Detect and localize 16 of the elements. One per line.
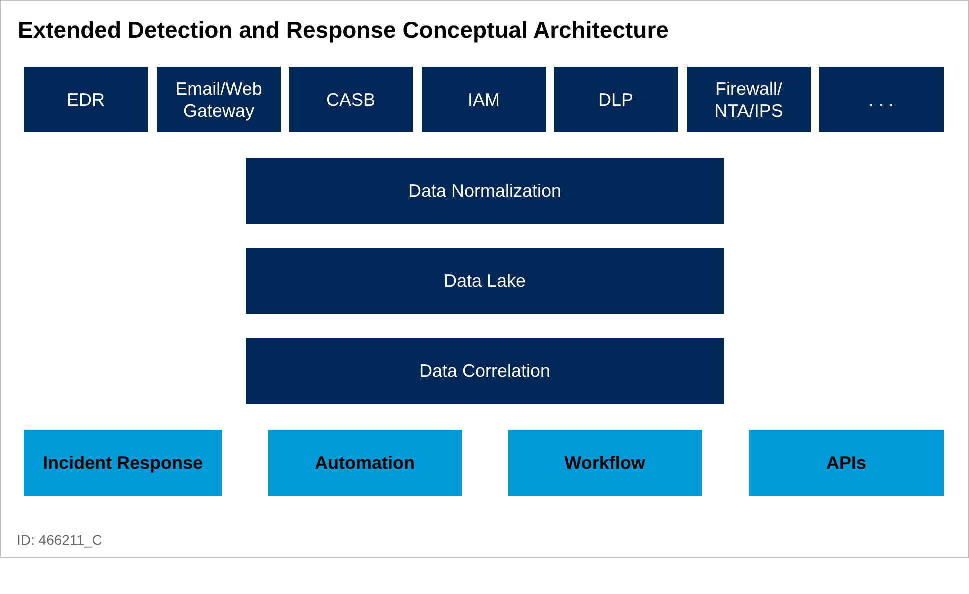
source-box: Email/Web Gateway (157, 67, 281, 132)
source-box: . . . (819, 67, 944, 132)
source-box: Firewall/ NTA/IPS (687, 67, 811, 132)
diagram-title: Extended Detection and Response Conceptual Architecture (18, 17, 669, 44)
capability-box: APIs (749, 430, 944, 496)
capability-box: Incident Response (24, 430, 222, 496)
source-box: IAM (422, 67, 546, 132)
document-id-note: ID: 466211_C (17, 532, 102, 548)
layer-box: Data Correlation (246, 338, 724, 404)
capability-box: Automation (268, 430, 462, 496)
source-box: DLP (554, 67, 678, 132)
source-box: CASB (289, 67, 413, 132)
capability-box: Workflow (508, 430, 702, 496)
layer-box: Data Lake (246, 248, 724, 314)
layer-box: Data Normalization (246, 158, 724, 224)
source-box: EDR (24, 67, 148, 132)
